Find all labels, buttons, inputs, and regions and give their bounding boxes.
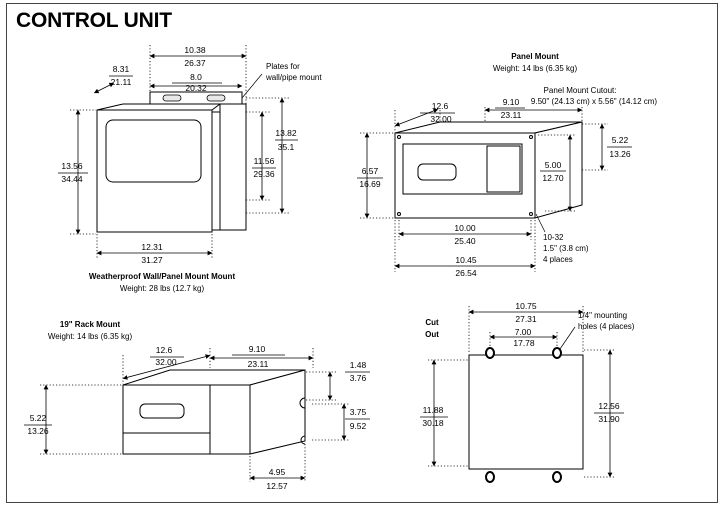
wall-dim-10-38-cm: 26.37 [184, 58, 206, 68]
panel-front-door [486, 145, 521, 193]
rack-dim-3-75-cm: 9.52 [350, 421, 367, 431]
panel-dim-12-6-cm: 32.00 [430, 114, 452, 124]
panel-dim-5-00-cm: 12.70 [542, 173, 564, 183]
rack-display-window [139, 403, 185, 419]
rack-dim-12-6-cm: 32.00 [155, 357, 177, 367]
panel-dim-9-10-cm: 23.11 [501, 110, 522, 120]
wall-enclosure-side-1 [211, 111, 221, 231]
page-title: CONTROL UNIT [16, 9, 172, 32]
panel-cutout-value: 9.50" (24.13 cm) x 5.56" (14.12 cm) [531, 97, 658, 106]
panel-screw-hole-tl [397, 135, 401, 139]
rack-mount-title: 19" Rack Mount [60, 320, 121, 329]
wall-dim-12-31-in: 12.31 [141, 242, 163, 252]
wall-dim-11-56-cm: 29.36 [253, 169, 275, 179]
wall-dim-8-0-in: 8.0 [190, 72, 202, 82]
cut-out-title-line1: Cut [425, 318, 439, 327]
wall-display-window [105, 119, 202, 183]
holes-label-line2: holes (4 places) [578, 322, 635, 331]
cut-dim-7-00-cm: 17.78 [513, 338, 535, 348]
wall-dim-13-82-in: 13.82 [275, 128, 297, 138]
rack-dim-9-10-cm: 23.11 [248, 359, 269, 369]
wall-dim-13-56-cm: 34.44 [61, 174, 83, 184]
rack-mount-weight: Weight: 14 lbs (6.35 kg) [48, 332, 133, 341]
panel-dim-10-45-in: 10.45 [455, 255, 477, 265]
cut-out-title-line2: Out [425, 330, 439, 339]
screw-label-line3: 4 places [543, 255, 573, 264]
panel-dim-6-57-cm: 16.69 [359, 179, 381, 189]
panel-cutout-title: Panel Mount Cutout: [544, 86, 617, 95]
rack-dim-4-95-cm: 12.57 [266, 481, 288, 491]
mounting-hole-bl [485, 471, 495, 483]
rack-side [249, 369, 306, 455]
panel-dim-10-00-cm: 25.40 [454, 236, 476, 246]
panel-dim-5-22-in: 5.22 [612, 135, 629, 145]
panel-side [534, 121, 583, 219]
panel-mount-title: Panel Mount [511, 52, 559, 61]
mounting-hole-tr [552, 347, 562, 359]
plate-slot-left [162, 94, 182, 102]
cut-out-view: Cut Out 10.75 27.31 7.00 17.78 1/4" moun… [420, 301, 635, 483]
wall-dim-13-82-cm: 35.1 [278, 142, 295, 152]
wall-mount-view: 10.38 26.37 8.31 21.11 8.0 20.32 Plates … [58, 45, 322, 293]
cut-dim-10-75-cm: 27.31 [515, 314, 537, 324]
panel-screw-hole-br [529, 212, 533, 216]
panel-dim-10-00-in: 10.00 [454, 223, 476, 233]
panel-screw-hole-tr [529, 135, 533, 139]
screw-label-line1: 10-32 [543, 233, 564, 242]
screw-label-line2: 1.5" (3.8 cm) [543, 244, 589, 253]
wall-dim-12-31-cm: 31.27 [141, 255, 163, 265]
panel-display-window [417, 163, 457, 181]
mounting-hole-br [552, 471, 562, 483]
drawing-frame [6, 3, 718, 503]
rack-dim-5-22-cm: 13.26 [27, 426, 49, 436]
panel-dim-5-00-in: 5.00 [545, 160, 562, 170]
wall-dim-13-56-in: 13.56 [61, 161, 83, 171]
rack-dim-1-48-cm: 3.76 [350, 373, 367, 383]
rack-dim-3-75-in: 3.75 [350, 407, 367, 417]
rack-dim-1-48-in: 1.48 [350, 360, 367, 370]
rack-dim-12-6-in: 12.6 [156, 345, 173, 355]
holes-label-line1: 1/4" mounting [578, 311, 627, 320]
plate-slot-right [206, 94, 226, 102]
panel-dim-12-6-in: 12.6 [432, 101, 449, 111]
cut-dim-12-56-cm: 31.90 [598, 414, 620, 424]
panel-mount-weight: Weight: 14 lbs (6.35 kg) [493, 64, 578, 73]
wall-dim-8-0-cm: 20.32 [185, 83, 207, 93]
cut-dim-7-00-in: 7.00 [515, 327, 532, 337]
rack-mount-view: 19" Rack Mount Weight: 14 lbs (6.35 kg) … [24, 320, 370, 491]
panel-screw-hole-bl [397, 212, 401, 216]
mounting-hole-tl [485, 347, 495, 359]
wall-enclosure-side-2 [219, 103, 247, 231]
panel-dim-5-22-cm: 13.26 [609, 149, 631, 159]
wall-dim-8-31-cm: 21.11 [111, 77, 132, 87]
panel-dim-10-45-cm: 26.54 [455, 268, 477, 278]
panel-dim-6-57-in: 6.57 [362, 166, 379, 176]
wall-dim-11-56-in: 11.56 [254, 156, 275, 166]
wall-mount-weight: Weight: 28 lbs (12.7 kg) [120, 284, 205, 293]
cut-dim-12-56-in: 12.56 [598, 401, 620, 411]
cut-dim-11-88-cm: 30.18 [422, 418, 444, 428]
rack-dim-5-22-in: 5.22 [30, 413, 47, 423]
panel-dim-9-10-in: 9.10 [503, 97, 520, 107]
plates-label-line1: Plates for [266, 62, 300, 71]
wall-mount-caption: Weatherproof Wall/Panel Mount Mount [89, 272, 236, 281]
wall-dim-10-38-in: 10.38 [184, 45, 206, 55]
rack-dim-9-10-in: 9.10 [249, 344, 266, 354]
plates-label-line2: wall/pipe mount [265, 73, 322, 82]
rack-face [122, 384, 251, 455]
cut-dim-10-75-in: 10.75 [515, 301, 537, 311]
cut-out-rectangle [468, 354, 584, 470]
wall-dim-8-31-in: 8.31 [113, 64, 130, 74]
panel-mount-view: Panel Mount Weight: 14 lbs (6.35 kg) Pan… [357, 52, 657, 278]
cut-dim-11-88-in: 11.88 [423, 405, 444, 415]
rack-dim-4-95-in: 4.95 [269, 467, 286, 477]
